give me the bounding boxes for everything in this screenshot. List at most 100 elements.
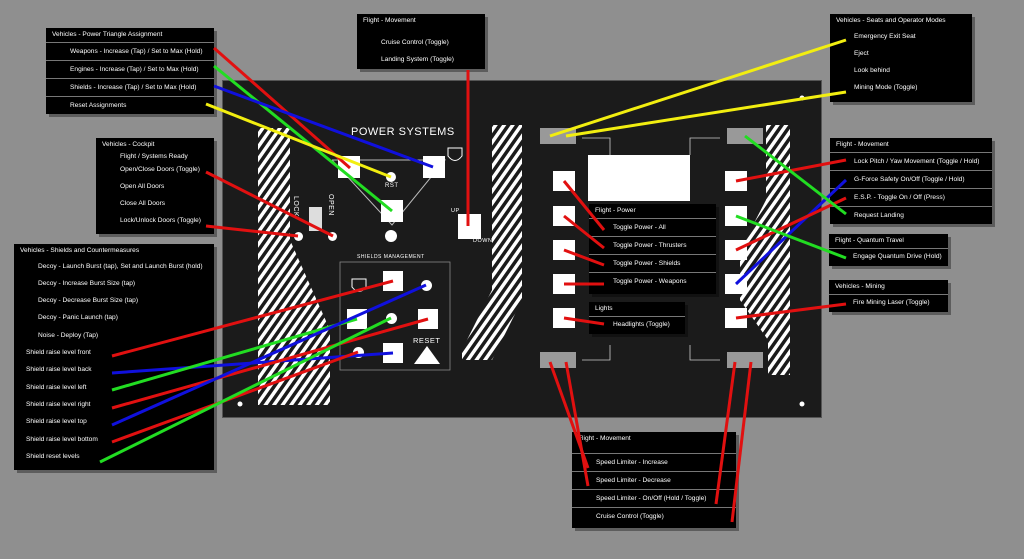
callout-item: Fire Mining Laser (Toggle) [829, 293, 948, 311]
up-label: UP [451, 208, 460, 214]
callout-item: Landing System (Toggle) [381, 55, 454, 63]
callout-item: Open/Close Doors (Toggle) [120, 165, 200, 173]
lights-callout: Lights Headlights (Toggle) [589, 302, 685, 334]
callout-item: Decoy - Launch Burst (tap), Set and Laun… [38, 262, 203, 270]
callout-item: Lock Pitch / Yaw Movement (Toggle / Hold… [830, 151, 992, 170]
mount-dot [237, 401, 243, 407]
down-label: DOWN [473, 238, 493, 244]
rst-label: RST [385, 183, 399, 189]
connector-esp [735, 196, 847, 252]
callout-item: Request Landing [830, 206, 992, 224]
mount-dot [799, 401, 805, 407]
connector-request-landing [744, 134, 847, 216]
shield-icon [447, 147, 463, 161]
connector-weapons [213, 46, 351, 170]
mining-callout: Vehicles - Mining Fire Mining Laser (Tog… [829, 280, 948, 312]
power-callout: Flight - Power Toggle Power - All Toggle… [589, 204, 716, 294]
callout-item: Decoy - Panic Launch (tap) [38, 314, 118, 322]
callout-item: Shield raise level left [26, 383, 87, 391]
connector-shields-power [213, 84, 434, 169]
callout-header: Flight - Movement [836, 141, 889, 148]
callout-item: Shield raise level top [26, 418, 87, 426]
callout-item: Eject [854, 49, 869, 57]
callout-header: Vehicles - Shields and Countermeasures [20, 247, 140, 254]
connector-speed-onoff [714, 361, 737, 505]
movement-top-callout: Flight - Movement Cruise Control (Toggle… [357, 14, 485, 69]
movement-right-callout: Flight - Movement Lock Pitch / Yaw Movem… [830, 138, 992, 224]
systems-ready-knob[interactable] [385, 230, 397, 242]
connector-engines [213, 64, 393, 213]
landing-toggle-switch[interactable] [458, 214, 481, 239]
connector-mining-laser [735, 302, 847, 320]
callout-item: Reset Assignments [46, 96, 214, 114]
open-label: OPEN [327, 194, 334, 216]
reset-label: RESET [413, 336, 441, 345]
callout-item: Cruise Control (Toggle) [381, 38, 449, 46]
panel-title: POWER SYSTEMS [351, 126, 455, 138]
callout-item: Noise - Deploy (Tap) [38, 331, 99, 339]
callout-item: Shield raise level right [26, 400, 91, 408]
lock-doors-button[interactable] [294, 232, 303, 241]
connector-cruise [730, 361, 753, 523]
connector-shield-left [111, 317, 358, 392]
callout-item: Close All Doors [120, 200, 166, 208]
callout-header: Flight - Movement [363, 17, 416, 24]
callout-header: Vehicles - Mining [835, 283, 885, 290]
shields-label: SHIELDS MANAGEMENT [357, 254, 425, 260]
connector-headlights [563, 316, 605, 326]
callout-header: Flight - Movement [578, 435, 631, 442]
connector-mining-mode [565, 90, 847, 138]
connector-lock-doors [205, 224, 299, 238]
connector-power-shields [563, 248, 605, 267]
shield-bottom-button[interactable] [353, 347, 364, 358]
callout-item: Speed Limiter - Increase [572, 452, 736, 471]
display-screen [588, 155, 690, 201]
seats-callout: Vehicles - Seats and Operator Modes Emer… [830, 14, 972, 102]
callout-item: Shield raise level front [26, 349, 91, 357]
callout-item: Look behind [854, 67, 890, 75]
connector-power-all [562, 180, 606, 231]
connector-reset-assign [205, 102, 392, 179]
callout-header: Lights [595, 305, 613, 312]
callout-item: Decoy - Decrease Burst Size (tap) [38, 297, 139, 305]
cockpit-callout: Vehicles - Cockpit Flight / Systems Read… [96, 138, 214, 234]
callout-item: Mining Mode (Toggle) [854, 84, 918, 92]
connector-exit-seat [549, 38, 847, 138]
callout-header: Vehicles - Seats and Operator Modes [836, 17, 946, 24]
warning-icon [414, 346, 440, 364]
callout-item: Shield reset levels [26, 452, 80, 460]
connector-shield-front [111, 279, 394, 358]
connector-shield-reset [99, 316, 392, 464]
callout-item: Decoy - Increase Burst Size (tap) [38, 279, 136, 287]
callout-item: Engage Quantum Drive (Hold) [829, 247, 948, 265]
center-hatch-stripe [462, 125, 522, 360]
callout-item: Open All Doors [120, 182, 165, 190]
callout-header: Vehicles - Power Triangle Assignment [52, 31, 163, 38]
callout-item: Shields - Increase (Tap) / Set to Max (H… [46, 78, 214, 96]
right-connector-lines [582, 137, 720, 361]
connector-shield-bottom [111, 350, 359, 444]
callout-item: Speed Limiter - On/Off (Hold / Toggle) [572, 489, 736, 507]
callout-item: Shield raise level bottom [26, 435, 98, 443]
callout-item: E.S.P. - Toggle On / Off (Press) [830, 188, 992, 206]
shield-top-button[interactable] [421, 280, 432, 291]
callout-item: Emergency Exit Seat [854, 32, 916, 40]
shields-power-button[interactable] [423, 156, 445, 178]
callout-item: Cruise Control (Toggle) [572, 507, 736, 525]
callout-item: Lock/Unlock Doors (Toggle) [120, 217, 201, 225]
callout-item: Toggle Power - All [589, 217, 716, 236]
power-triangle-callout: Vehicles - Power Triangle Assignment Wea… [46, 28, 214, 114]
callout-item: G-Force Safety On/Off (Toggle / Hold) [830, 169, 992, 188]
shield-reset-button[interactable] [386, 313, 397, 324]
connector-speed-decrease [564, 361, 590, 487]
callout-item: Weapons - Increase (Tap) / Set to Max (H… [46, 41, 214, 60]
shields-frame [339, 261, 451, 371]
connector-shield-top [111, 283, 427, 427]
power-triangle-outline [331, 159, 447, 226]
connector-quantum [735, 214, 847, 260]
callout-item: Headlights (Toggle) [589, 315, 685, 333]
callout-header: Vehicles - Cockpit [102, 141, 155, 148]
lock-label: LOCK [292, 196, 299, 218]
